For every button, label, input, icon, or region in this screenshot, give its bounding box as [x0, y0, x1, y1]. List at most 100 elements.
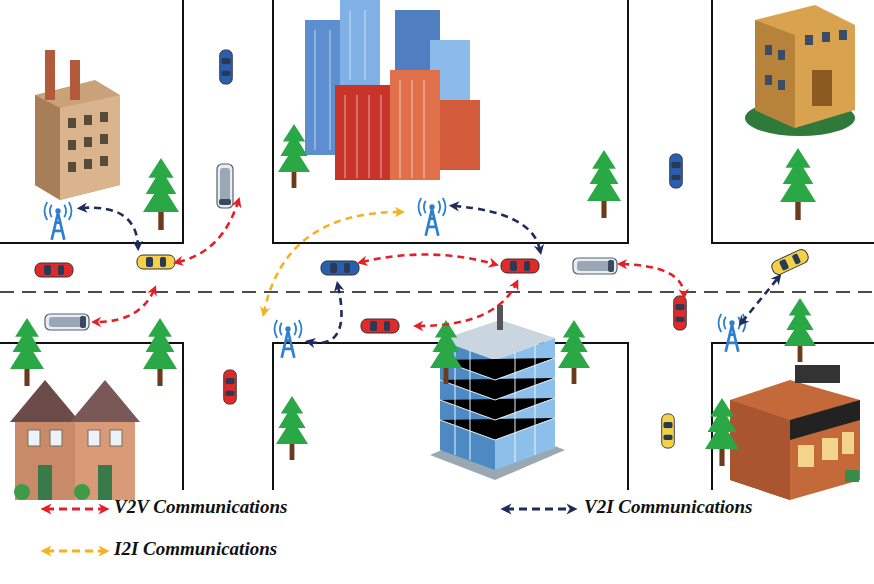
scene-path [345, 95, 381, 178]
scene-rect [798, 445, 814, 467]
scene-use [361, 319, 399, 333]
scene-rect [110, 430, 122, 446]
scene-g [68, 112, 108, 172]
scene-path [440, 358, 555, 440]
scene-use [321, 261, 359, 275]
scene-use [587, 150, 621, 218]
scene-path [418, 284, 516, 326]
scene-use [705, 398, 739, 466]
scene-circle [74, 484, 90, 500]
scene-path [315, 10, 365, 150]
scene-g [315, 10, 424, 178]
scene-g [28, 430, 122, 446]
scene-rect [845, 470, 859, 482]
scene-rect [778, 80, 785, 90]
antennas [45, 198, 746, 358]
legend-label: I2I Communications [114, 539, 277, 560]
scene-rect [84, 115, 92, 125]
scene-path [454, 206, 540, 250]
scene-use [558, 320, 590, 384]
legend-label: V2I Communications [584, 497, 752, 518]
scene-rect [765, 45, 772, 55]
scene-polygon [730, 400, 790, 500]
scene-path [46, 508, 104, 511]
scene-rect [88, 430, 100, 446]
vehicles [35, 50, 810, 448]
scene-rect [100, 134, 108, 144]
scene-path [0, 0, 183, 243]
scene-circle [14, 484, 30, 500]
scene-path [96, 290, 154, 322]
scene-polygon [10, 380, 80, 422]
legend-label: V2V Communications [114, 497, 287, 518]
scene-rect [70, 60, 80, 100]
scene-path [310, 286, 342, 343]
shop-building [730, 365, 860, 500]
scene-g [765, 30, 847, 90]
scene-path [622, 264, 684, 294]
scene-path [712, 0, 874, 243]
scene-path [178, 202, 238, 262]
scene-polygon [70, 380, 140, 422]
scene-rect [84, 159, 92, 169]
scene-rect [842, 432, 854, 454]
scene-rect [839, 30, 847, 40]
scene-use [224, 370, 237, 404]
scene-rect [100, 156, 108, 166]
scene-use [430, 320, 462, 384]
scene-use [662, 414, 675, 448]
scene-use [784, 298, 816, 362]
scene-path [273, 0, 628, 243]
scene-use [275, 320, 302, 358]
scene-rect [765, 75, 772, 85]
scene-polygon [60, 95, 120, 200]
lane-divider [0, 291, 874, 293]
scene-rect [68, 118, 76, 128]
glass-tower [430, 305, 565, 480]
scene-use [220, 50, 233, 84]
scene-use [276, 396, 308, 460]
scene-use [35, 263, 73, 277]
scene-path [506, 508, 572, 511]
scene-path [742, 278, 778, 322]
scene-rect [84, 137, 92, 147]
skyscrapers [305, 0, 480, 180]
scene-polygon [755, 20, 795, 128]
scene-rect [497, 305, 503, 330]
scene-use [573, 258, 617, 274]
scene-rect [68, 162, 76, 172]
factory-building [35, 50, 120, 200]
scene-use [10, 318, 44, 386]
scene-use [501, 259, 539, 273]
scene-rect [822, 438, 838, 460]
scene-path [82, 208, 138, 246]
scene-rect [28, 430, 40, 446]
scene-rect [100, 112, 108, 122]
scene-path [264, 212, 400, 312]
scene-polygon [755, 5, 855, 128]
school-building [745, 5, 855, 136]
houses [10, 380, 140, 500]
scene-rect [68, 140, 76, 150]
communication-arrows [82, 202, 778, 343]
scene-use [770, 248, 810, 277]
scene-rect [778, 50, 785, 60]
scene-path [362, 254, 494, 264]
scene-use [45, 314, 89, 330]
scene-use [780, 148, 816, 220]
scene-use [419, 198, 446, 236]
scene-use [719, 314, 746, 352]
scene-use [217, 164, 233, 208]
trees [10, 124, 816, 466]
scene-use [278, 124, 310, 188]
scene-use [670, 154, 683, 188]
scene-use [674, 296, 687, 330]
scene-rect [440, 100, 480, 170]
scene-rect [50, 430, 62, 446]
scene-rect [795, 365, 840, 383]
scene-rect [822, 32, 830, 42]
scene-g [798, 432, 854, 467]
scene-use [143, 158, 179, 230]
scene-use [143, 318, 177, 386]
scene-rect [390, 70, 440, 180]
